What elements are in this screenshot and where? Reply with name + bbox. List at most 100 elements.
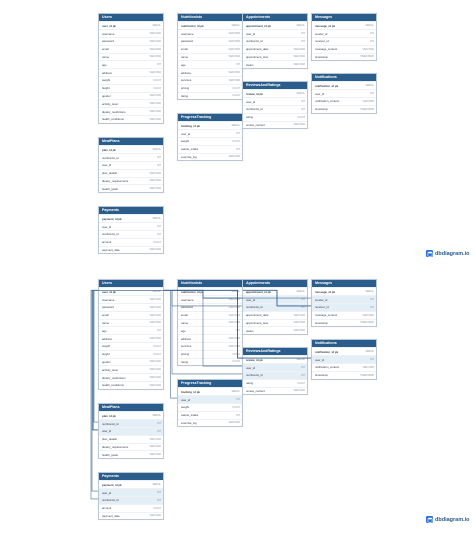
table-field-row[interactable]: user_idint bbox=[312, 89, 376, 97]
table-field-row[interactable]: user_id pkserial bbox=[99, 287, 163, 295]
table-title[interactable]: Nutritionists bbox=[178, 14, 242, 22]
table-title[interactable]: Users bbox=[99, 14, 163, 22]
table-field-row[interactable]: receiver_idint bbox=[312, 36, 376, 45]
table-field-row[interactable]: health_conditionsvarchar bbox=[99, 114, 163, 123]
table-title[interactable]: Messages bbox=[312, 14, 376, 22]
table-title[interactable]: MealPlans bbox=[99, 404, 163, 412]
table-field-row[interactable]: ageint bbox=[178, 326, 242, 334]
table-field-row[interactable]: review_contentvarchar bbox=[243, 386, 307, 395]
table-field-row[interactable]: sender_idint bbox=[312, 29, 376, 37]
table-field-row[interactable]: health_goalsvarchar bbox=[99, 184, 163, 192]
table-field-row[interactable]: user_idint bbox=[99, 426, 163, 435]
table-field-row[interactable]: appointment_datevarchar bbox=[243, 310, 307, 319]
table-field-row[interactable]: pricingfloat bbox=[178, 83, 242, 92]
table-title[interactable]: Payments bbox=[99, 473, 163, 481]
table-field-row[interactable]: timestamptimestamp bbox=[312, 104, 376, 113]
table-field-row[interactable]: user_idint bbox=[243, 363, 307, 371]
table-field-row[interactable]: ratingfloat bbox=[178, 91, 242, 100]
table-field-row[interactable]: ratingfloat bbox=[178, 357, 242, 366]
table-field-row[interactable]: namevarchar bbox=[99, 52, 163, 61]
table-field-row[interactable]: nutritionist_idint bbox=[243, 302, 307, 311]
table-title[interactable]: ReviewsAndRatings bbox=[243, 82, 307, 90]
table-field-row[interactable]: health_conditionsvarchar bbox=[99, 380, 163, 389]
table-field-row[interactable]: dietary_restrictionsvarchar bbox=[99, 373, 163, 381]
table-field-row[interactable]: health_goalsvarchar bbox=[99, 450, 163, 458]
table-field-row[interactable]: notification_id pkserial bbox=[312, 347, 376, 355]
table-field-row[interactable]: exercise_logvarchar bbox=[178, 418, 242, 427]
table-field-row[interactable]: appointment_id pkserial bbox=[243, 287, 307, 295]
table-field-row[interactable]: addressvarchar bbox=[178, 334, 242, 342]
table-field-row[interactable]: namevarchar bbox=[99, 318, 163, 327]
table-title[interactable]: Messages bbox=[312, 280, 376, 288]
table-field-row[interactable]: message_id pkserial bbox=[312, 287, 376, 295]
table-field-row[interactable]: tracking_id pkserial bbox=[178, 121, 242, 129]
table-field-row[interactable]: activity_levelvarchar bbox=[99, 365, 163, 373]
table-field-row[interactable]: emailvarchar bbox=[99, 310, 163, 319]
table-field-row[interactable]: message_id pkserial bbox=[312, 21, 376, 29]
table-field-row[interactable]: usernamevarchar bbox=[178, 295, 242, 303]
table-field-row[interactable]: nutritionist_idint bbox=[99, 419, 163, 427]
table-field-row[interactable]: sender_idint bbox=[312, 295, 376, 303]
table-title[interactable]: ReviewsAndRatings bbox=[243, 348, 307, 356]
table-field-row[interactable]: timestamptimestamp bbox=[312, 370, 376, 379]
table-field-row[interactable]: heightfloat bbox=[99, 83, 163, 92]
table-field-row[interactable]: payment_id pkserial bbox=[99, 480, 163, 488]
table-title[interactable]: Nutritionists bbox=[178, 280, 242, 288]
table-field-row[interactable]: notification_id pkserial bbox=[312, 81, 376, 89]
table-field-row[interactable]: nutritionist_idint bbox=[243, 370, 307, 379]
table-title[interactable]: Appointments bbox=[243, 14, 307, 22]
table-field-row[interactable]: nutritionist_idint bbox=[99, 153, 163, 161]
table-field-row[interactable]: user_id pkserial bbox=[99, 21, 163, 29]
table-field-row[interactable]: pricingfloat bbox=[178, 349, 242, 358]
table-title[interactable]: Users bbox=[99, 280, 163, 288]
table-field-row[interactable]: nutritionist_id pkserial bbox=[178, 21, 242, 29]
table-title[interactable]: MealPlans bbox=[99, 138, 163, 146]
table-field-row[interactable]: timestamptimestamp bbox=[312, 318, 376, 327]
table-field-row[interactable]: calorie_intakeint bbox=[178, 410, 242, 419]
table-field-row[interactable]: nutritionist_id pkserial bbox=[178, 287, 242, 295]
table-field-row[interactable]: timestamptimestamp bbox=[312, 52, 376, 61]
table-field-row[interactable]: passwordvarchar bbox=[99, 302, 163, 311]
table-field-row[interactable]: dietary_restrictionsvarchar bbox=[99, 107, 163, 115]
table-field-row[interactable]: tracking_id pkserial bbox=[178, 387, 242, 395]
table-field-row[interactable]: ageint bbox=[99, 60, 163, 68]
table-title[interactable]: ProgressTracking bbox=[178, 114, 242, 122]
dbdiagram-brand[interactable]: dbdiagram.io bbox=[426, 250, 470, 257]
table-field-row[interactable]: nutritionist_idint bbox=[99, 229, 163, 238]
table-field-row[interactable]: ratingfloat bbox=[243, 112, 307, 121]
table-field-row[interactable]: appointment_timevarchar bbox=[243, 52, 307, 61]
table-field-row[interactable]: plan_id pkserial bbox=[99, 145, 163, 153]
table-field-row[interactable]: passwordvarchar bbox=[178, 302, 242, 311]
table-field-row[interactable]: notification_contentvarchar bbox=[312, 362, 376, 371]
table-field-row[interactable]: receiver_idint bbox=[312, 302, 376, 311]
table-field-row[interactable]: user_idint bbox=[99, 222, 163, 230]
table-field-row[interactable]: statusvarchar bbox=[243, 60, 307, 68]
table-field-row[interactable]: user_idint bbox=[99, 488, 163, 496]
table-field-row[interactable]: plan_detailsvarchar bbox=[99, 434, 163, 443]
table-field-row[interactable]: weightfloat bbox=[178, 402, 242, 411]
table-field-row[interactable]: addressvarchar bbox=[99, 334, 163, 342]
table-field-row[interactable]: user_idint bbox=[243, 295, 307, 303]
table-field-row[interactable]: servicesvarchar bbox=[178, 341, 242, 350]
table-field-row[interactable]: payment_datevarchar bbox=[99, 245, 163, 254]
table-field-row[interactable]: message_contentvarchar bbox=[312, 44, 376, 53]
table-field-row[interactable]: amountfloat bbox=[99, 503, 163, 512]
table-field-row[interactable]: user_idint bbox=[178, 129, 242, 137]
table-field-row[interactable]: nutritionist_idint bbox=[99, 495, 163, 504]
table-field-row[interactable]: passwordvarchar bbox=[178, 36, 242, 45]
table-field-row[interactable]: statusvarchar bbox=[243, 326, 307, 334]
table-field-row[interactable]: namevarchar bbox=[178, 318, 242, 327]
table-field-row[interactable]: review_id pkserial bbox=[243, 89, 307, 97]
dbdiagram-brand[interactable]: dbdiagram.io bbox=[426, 516, 470, 523]
table-field-row[interactable]: ratingfloat bbox=[243, 378, 307, 387]
